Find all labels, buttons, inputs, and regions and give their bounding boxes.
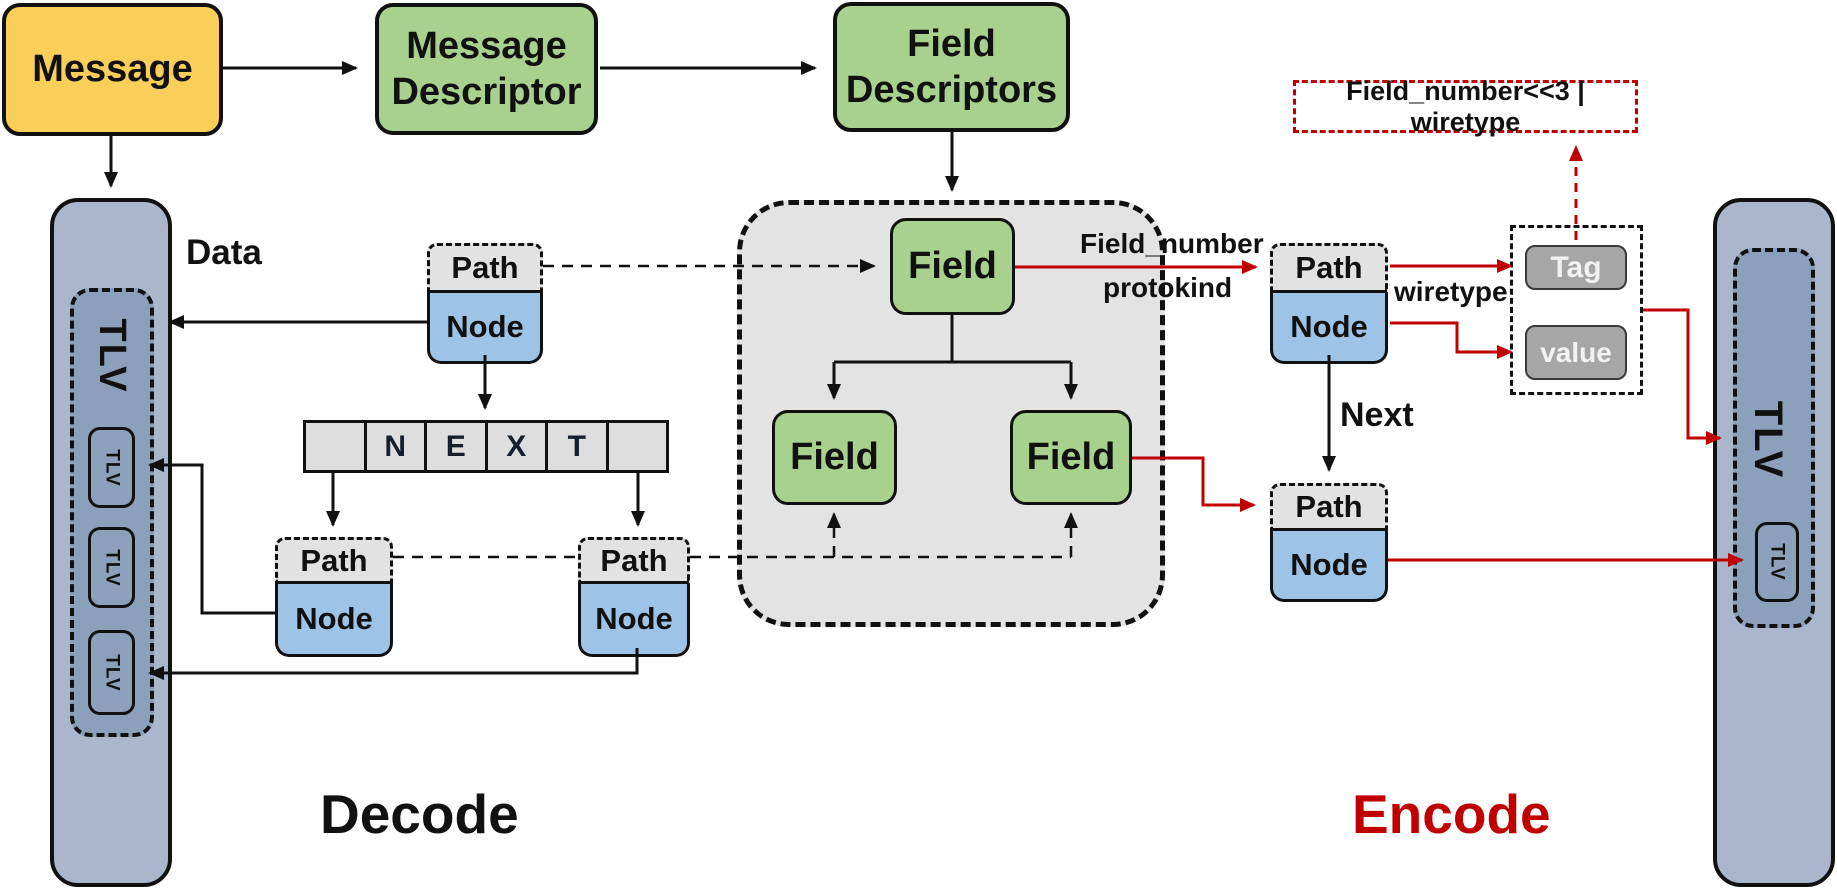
wiretype-label: wiretype (1394, 276, 1508, 307)
field-box-root: Field (890, 218, 1015, 315)
decode-tlv-item-3-label: TLV (101, 653, 123, 692)
next-cell-x: X (487, 420, 548, 473)
value-box: value (1525, 325, 1627, 380)
field-descriptors-box: Field Descriptors (833, 2, 1070, 132)
encode-title: Encode (1352, 783, 1551, 845)
decode-pathnode-left-node: Node (275, 584, 393, 657)
next-cell-n: N (366, 420, 427, 473)
encode-pathnode-top-path: Path (1270, 243, 1388, 293)
message-box: Message (2, 3, 223, 136)
next-cell-0 (303, 420, 367, 473)
next-cell-row: N E X T (303, 420, 669, 473)
protokind-label: protokind (1103, 272, 1233, 303)
decode-pathnode-left-path: Path (275, 537, 393, 584)
message-descriptor-box: Message Descriptor (375, 3, 598, 135)
data-label: Data (186, 233, 262, 272)
decode-tlv-item-3: TLV (88, 630, 135, 715)
decode-pathnode-top-node: Node (427, 293, 543, 364)
encode-pathnode-top: Path Node (1270, 243, 1388, 364)
encode-pathnode-bottom: Path Node (1270, 483, 1388, 602)
decode-tlv-item-1: TLV (88, 427, 135, 508)
encode-pathnode-bottom-node: Node (1270, 531, 1388, 602)
decode-pathnode-mid: Path Node (578, 537, 690, 657)
encode-tlv-item: TLV (1755, 522, 1799, 602)
field-box-left: Field (772, 410, 897, 505)
encode-tlv-item-label: TLV (1766, 543, 1788, 581)
decode-pathnode-top: Path Node (427, 243, 543, 364)
next-cell-t: T (548, 420, 609, 473)
decode-pathnode-top-path: Path (427, 243, 543, 293)
encode-tlv-title: TLV (1746, 400, 1791, 480)
decode-pathnode-mid-node: Node (578, 584, 690, 657)
field-number-label: Field_number (1080, 228, 1264, 259)
tag-box: Tag (1525, 245, 1627, 290)
decode-pathnode-mid-path: Path (578, 537, 690, 584)
tag-formula-box: Field_number<<3 | wiretype (1293, 76, 1638, 137)
field-box-right: Field (1010, 410, 1132, 505)
encode-pathnode-bottom-path: Path (1270, 483, 1388, 531)
decode-pathnode-left: Path Node (275, 537, 393, 657)
encode-pathnode-top-node: Node (1270, 293, 1388, 364)
next-cell-e: E (427, 420, 488, 473)
decode-tlv-item-2: TLV (88, 527, 135, 608)
decode-tlv-item-1-label: TLV (101, 448, 123, 487)
decode-tlv-item-2-label: TLV (101, 548, 123, 587)
next-pointer-label: Next (1340, 396, 1414, 434)
next-cell-5 (608, 420, 669, 473)
decode-title: Decode (320, 783, 519, 845)
decode-tlv-title: TLV (91, 318, 134, 394)
